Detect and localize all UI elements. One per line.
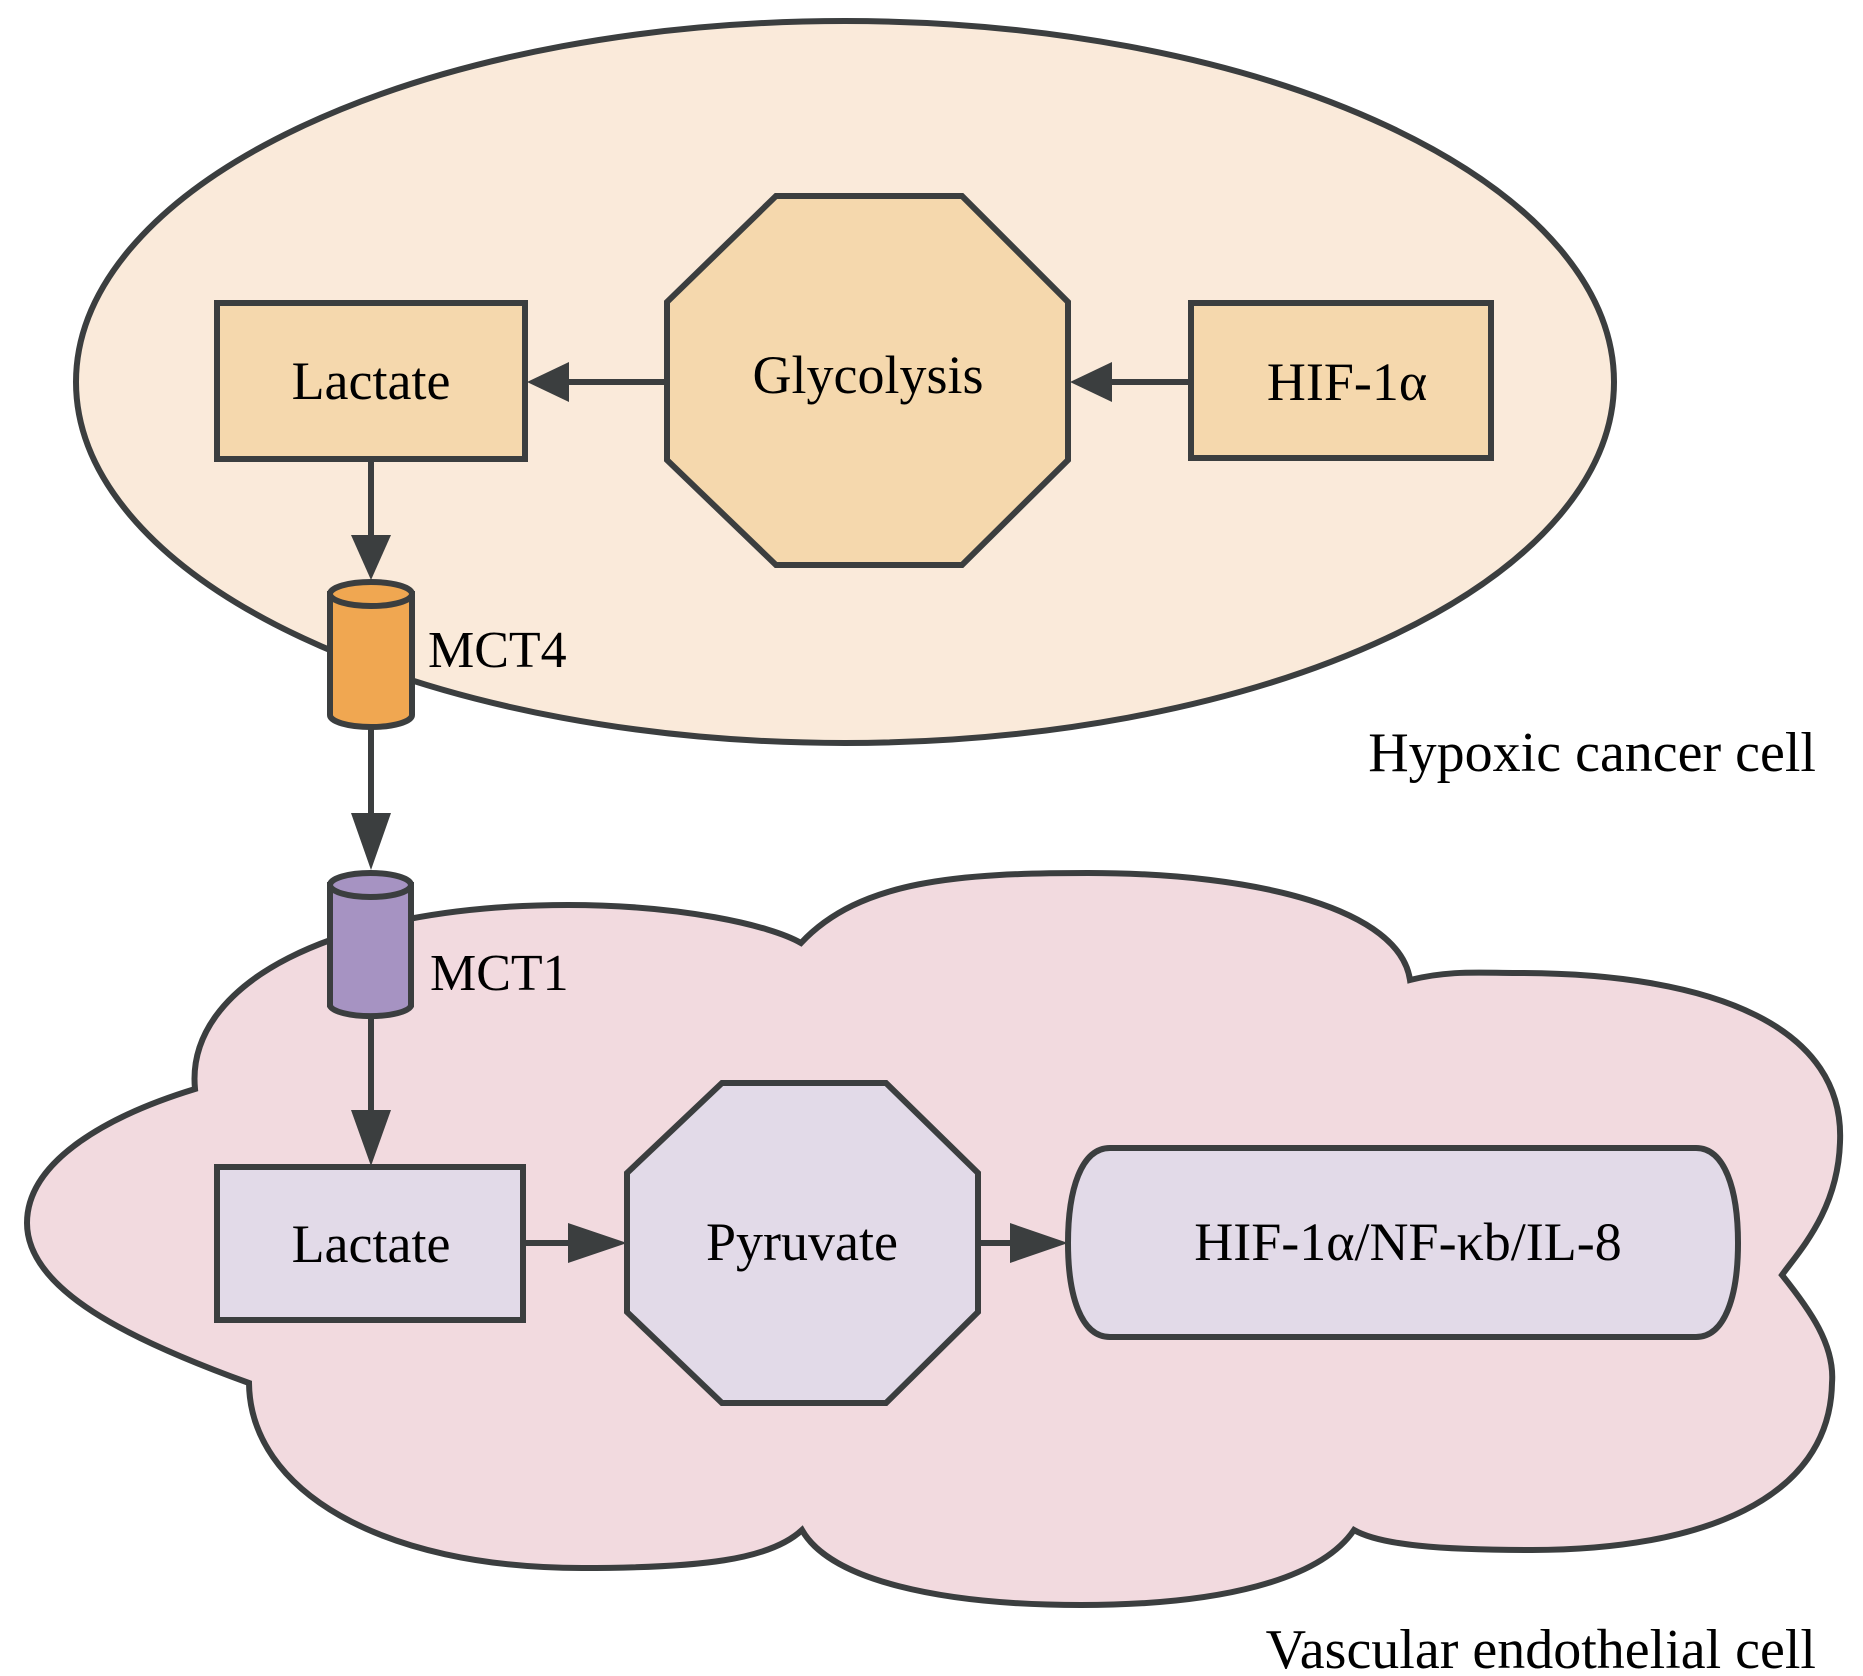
- edge-mct4-to-mct1: [351, 727, 391, 870]
- lactate-label: Lactate: [292, 351, 451, 411]
- mct1-cylinder-top: [327, 870, 414, 900]
- mct1-label: MCT1: [430, 945, 569, 1002]
- endothelial-cell-label: Vascular endothelial cell: [1266, 1619, 1816, 1676]
- node-mct1[interactable]: MCT1: [327, 870, 569, 1020]
- glycolysis-label: Glycolysis: [752, 345, 983, 405]
- mct4-cylinder-top: [327, 579, 415, 609]
- pyruvate-label: Pyruvate: [706, 1212, 898, 1272]
- edge-lactate-to-pyruvate: [523, 1223, 627, 1263]
- node-pyruvate[interactable]: Pyruvate: [624, 1080, 981, 1406]
- edge-hif1a-to-glycolysis: [1070, 362, 1189, 402]
- signaling-pill: [1064, 1145, 1742, 1340]
- hif1a-box: [1188, 300, 1494, 461]
- glycolysis-octagon: [664, 193, 1071, 568]
- mct4-label: MCT4: [428, 622, 567, 679]
- hif1a-label: HIF-1α: [1267, 352, 1427, 412]
- mct4-cylinder-body: [327, 591, 415, 730]
- node-mct4[interactable]: MCT4: [327, 579, 567, 730]
- lactate-endothelial-box: [214, 1164, 526, 1323]
- edge-lactate-to-mct4: [351, 460, 391, 580]
- node-hif1a[interactable]: HIF-1α: [1188, 300, 1494, 461]
- node-lactate-cancer[interactable]: Lactate: [214, 300, 528, 462]
- signaling-label: HIF-1α/NF-κb/IL-8: [1194, 1212, 1621, 1272]
- pyruvate-octagon: [624, 1080, 981, 1406]
- mct1-cylinder-body: [327, 882, 414, 1020]
- node-signaling[interactable]: HIF-1α/NF-κb/IL-8: [1064, 1145, 1742, 1340]
- edges: [351, 362, 1189, 1263]
- edge-mct1-to-lactate: [351, 1018, 391, 1166]
- node-lactate-endothelial[interactable]: Lactate: [214, 1164, 526, 1323]
- edge-glycolysis-to-lactate: [527, 362, 667, 402]
- cancer-cell-label: Hypoxic cancer cell: [1368, 722, 1816, 784]
- edge-pyruvate-to-signaling: [978, 1223, 1068, 1263]
- node-glycolysis[interactable]: Glycolysis: [664, 193, 1071, 568]
- lactate-box: [214, 300, 528, 462]
- lactate-endothelial-label: Lactate: [292, 1214, 451, 1274]
